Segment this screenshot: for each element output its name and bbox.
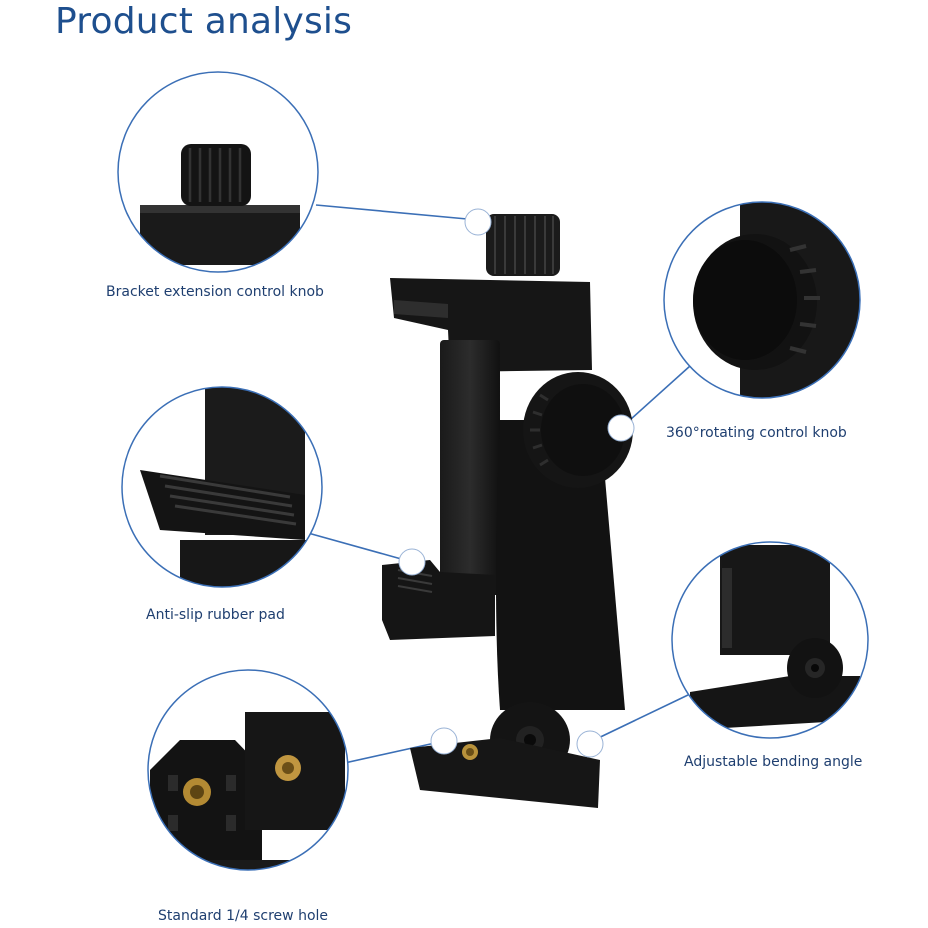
- label-bracket-knob: Bracket extension control knob: [106, 284, 324, 300]
- zoom-rotating-knob: [663, 201, 861, 399]
- zoom-screw-hole: [147, 669, 349, 871]
- label-rubber-pad: Anti-slip rubber pad: [146, 607, 285, 623]
- zoom-rubber-pad: [121, 386, 323, 588]
- callout-lines: [307, 204, 691, 765]
- page-title: Product analysis: [55, 1, 353, 42]
- zoom-bending-angle: [671, 541, 869, 739]
- label-bending-angle: Adjustable bending angle: [684, 754, 863, 770]
- callout-dots: [398, 208, 635, 758]
- phone-holder-main: [382, 214, 633, 808]
- label-rotating-knob: 360°rotating control knob: [666, 425, 847, 441]
- label-screw-hole: Standard 1/4 screw hole: [158, 908, 329, 924]
- zoom-bracket-knob: [117, 71, 319, 273]
